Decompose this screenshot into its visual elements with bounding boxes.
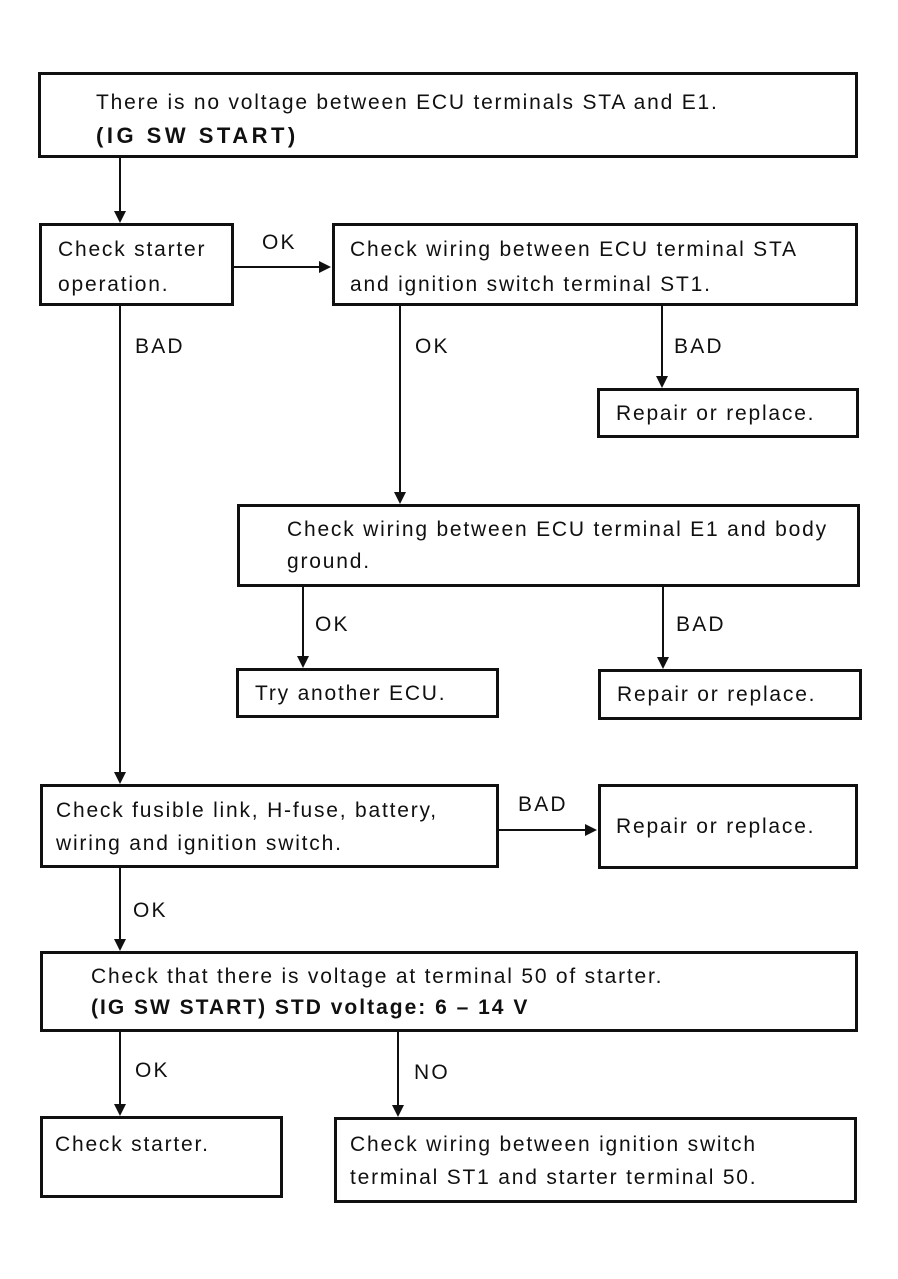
arrow-down-icon: [392, 1105, 404, 1117]
label-ok-fusible: OK: [133, 899, 168, 922]
arrow-down-icon: [394, 492, 406, 504]
label-no-voltage-50: NO: [414, 1061, 450, 1084]
connector-e1-ok-to-try-ecu: [302, 587, 304, 656]
connector-fusible-ok-to-voltage: [119, 868, 121, 940]
connector-wiring-sta-bad-to-repair: [661, 306, 663, 376]
node-check-starter-text: Check starter.: [55, 1133, 210, 1156]
node-try-another-ecu-text: Try another ECU.: [255, 681, 447, 705]
label-ok-wiring-e1: OK: [315, 613, 350, 636]
node-check-wiring-e1-ground: Check wiring between ECU terminal E1 and…: [237, 504, 860, 587]
arrow-down-icon: [114, 211, 126, 223]
node-check-fusible-link: Check fusible link, H-fuse, battery, wir…: [40, 784, 499, 868]
node-repair-1-text: Repair or replace.: [616, 401, 816, 425]
node-start-line1: There is no voltage between ECU terminal…: [96, 91, 719, 114]
node-check-wiring-sta-line1: Check wiring between ECU terminal STA: [350, 238, 798, 261]
connector-e1-bad-to-repair: [662, 587, 664, 657]
node-voltage-50-line1: Check that there is voltage at terminal …: [91, 965, 664, 988]
label-bad-wiring-sta: BAD: [674, 335, 724, 358]
connector-wiring-sta-ok-to-e1: [399, 306, 401, 492]
node-start: There is no voltage between ECU terminal…: [38, 72, 858, 158]
node-check-voltage-terminal-50: Check that there is voltage at terminal …: [40, 951, 858, 1032]
node-check-starter-operation: Check starter operation.: [39, 223, 234, 306]
node-check-wiring-st1-50: Check wiring between ignition switch ter…: [334, 1117, 857, 1203]
arrow-down-icon: [657, 657, 669, 669]
node-check-fusible-line1: Check fusible link, H-fuse, battery,: [56, 799, 438, 822]
node-start-line2: (IG SW START): [96, 123, 299, 148]
connector-voltage-ok-to-check-starter: [119, 1032, 121, 1105]
node-check-starter-operation-line1: Check starter: [58, 238, 207, 261]
node-check-wiring-e1-line1: Check wiring between ECU terminal E1 and…: [287, 518, 828, 541]
arrow-down-icon: [114, 939, 126, 951]
node-repair-or-replace-2: Repair or replace.: [598, 669, 862, 720]
node-check-wiring-sta-st1: Check wiring between ECU terminal STA an…: [332, 223, 858, 306]
connector-starter-operation-to-fusible: [119, 306, 121, 772]
connector-starter-operation-to-wiring-sta: [234, 266, 319, 268]
arrow-down-icon: [114, 772, 126, 784]
node-check-fusible-line2: wiring and ignition switch.: [56, 832, 343, 855]
node-repair-2-text: Repair or replace.: [617, 683, 817, 706]
arrow-right-icon: [319, 261, 331, 273]
connector-voltage-no-to-wiring-st1: [397, 1032, 399, 1106]
label-bad-starter-operation: BAD: [135, 335, 185, 358]
node-repair-3-text: Repair or replace.: [616, 815, 816, 838]
label-ok-starter-operation: OK: [262, 231, 297, 254]
label-ok-voltage-50: OK: [135, 1059, 170, 1082]
label-ok-wiring-sta: OK: [415, 335, 450, 358]
node-repair-or-replace-3: Repair or replace.: [598, 784, 858, 869]
arrow-down-icon: [114, 1104, 126, 1116]
node-check-wiring-sta-line2: and ignition switch terminal ST1.: [350, 273, 712, 296]
node-repair-or-replace-1: Repair or replace.: [597, 388, 859, 438]
arrow-down-icon: [656, 376, 668, 388]
arrow-down-icon: [297, 656, 309, 668]
node-check-wiring-st1-line1: Check wiring between ignition switch: [350, 1133, 757, 1156]
arrow-right-icon: [585, 824, 597, 836]
node-voltage-50-line2: (IG SW START) STD voltage: 6 – 14 V: [91, 996, 530, 1019]
node-try-another-ecu: Try another ECU.: [236, 668, 499, 718]
label-bad-fusible: BAD: [518, 793, 568, 816]
node-check-starter: Check starter.: [40, 1116, 283, 1198]
node-check-starter-operation-line2: operation.: [58, 273, 170, 296]
connector-start-to-starter-operation: [119, 158, 121, 214]
node-check-wiring-e1-line2: ground.: [287, 550, 371, 573]
node-check-wiring-st1-line2: terminal ST1 and starter terminal 50.: [350, 1166, 758, 1189]
label-bad-wiring-e1: BAD: [676, 613, 726, 636]
connector-fusible-bad-to-repair: [499, 829, 585, 831]
